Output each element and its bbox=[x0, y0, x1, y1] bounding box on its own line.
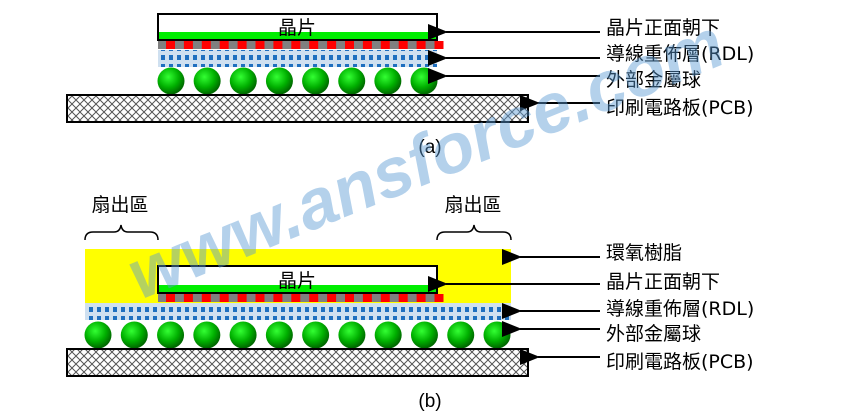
solder-ball bbox=[302, 321, 330, 349]
solder-ball bbox=[265, 67, 293, 95]
layer-label: 環氧樹脂 bbox=[606, 242, 682, 264]
solder-ball bbox=[410, 67, 438, 95]
solder-ball bbox=[374, 321, 402, 349]
solder-ball bbox=[157, 321, 185, 349]
pad bbox=[327, 294, 337, 302]
solder-ball bbox=[338, 321, 366, 349]
layer-label: 印刷電路板(PCB) bbox=[606, 351, 754, 373]
solder-ball bbox=[229, 67, 257, 95]
pad bbox=[201, 41, 211, 49]
pad bbox=[273, 294, 283, 302]
solder-ball bbox=[410, 321, 438, 349]
pad bbox=[362, 294, 372, 302]
pad bbox=[291, 294, 301, 302]
fanout-right-brace bbox=[436, 224, 512, 241]
pad bbox=[201, 294, 211, 302]
rdl-layer bbox=[158, 50, 437, 67]
solder-ball bbox=[157, 67, 185, 95]
pad bbox=[416, 294, 426, 302]
solder-ball bbox=[302, 67, 330, 95]
chip-face bbox=[159, 32, 436, 39]
pad bbox=[219, 294, 229, 302]
solder-ball bbox=[447, 321, 475, 349]
layer-label: 外部金屬球 bbox=[606, 69, 701, 91]
pad bbox=[273, 41, 283, 49]
pad bbox=[309, 41, 319, 49]
solder-ball bbox=[483, 321, 511, 349]
solder-ball bbox=[374, 67, 402, 95]
pad bbox=[166, 294, 175, 302]
layer-label: 外部金屬球 bbox=[606, 323, 701, 345]
layer-label: 導線重佈層(RDL) bbox=[606, 298, 754, 320]
pad bbox=[398, 41, 408, 49]
solder-ball bbox=[193, 67, 221, 95]
pad bbox=[380, 294, 390, 302]
solder-ball bbox=[84, 321, 112, 349]
pad bbox=[362, 41, 372, 49]
fanout-left-brace bbox=[84, 224, 159, 241]
solder-ball bbox=[265, 321, 293, 349]
layer-label: 晶片正面朝下 bbox=[606, 271, 720, 293]
pad bbox=[166, 41, 175, 49]
solder-ball bbox=[193, 321, 221, 349]
pad bbox=[416, 41, 426, 49]
pad bbox=[237, 41, 247, 49]
pad bbox=[398, 294, 408, 302]
pad bbox=[291, 41, 301, 49]
solder-ball bbox=[229, 321, 257, 349]
layer-label: 印刷電路板(PCB) bbox=[606, 97, 754, 119]
pad bbox=[237, 294, 247, 302]
pad bbox=[309, 294, 319, 302]
rdl-layer bbox=[85, 303, 511, 320]
pad bbox=[255, 41, 265, 49]
caption-b: (b) bbox=[418, 391, 441, 412]
solder-ball bbox=[338, 67, 366, 95]
pad bbox=[183, 294, 193, 302]
chip-label: 晶片 bbox=[278, 270, 316, 292]
pad bbox=[434, 294, 444, 302]
fanout-left-label: 扇出區 bbox=[91, 194, 148, 216]
pad bbox=[219, 41, 229, 49]
pad bbox=[434, 41, 444, 49]
pad bbox=[380, 41, 390, 49]
pcb bbox=[66, 348, 529, 377]
chip-label: 晶片 bbox=[278, 17, 316, 39]
layer-label: 導線重佈層(RDL) bbox=[606, 43, 754, 65]
pad bbox=[345, 294, 354, 302]
fanout-right-label: 扇出區 bbox=[444, 194, 501, 216]
pad bbox=[345, 41, 354, 49]
pad bbox=[183, 41, 193, 49]
caption-a: (a) bbox=[418, 137, 441, 158]
solder-ball bbox=[120, 321, 148, 349]
chip-face bbox=[159, 285, 436, 292]
pad bbox=[255, 294, 265, 302]
pad bbox=[327, 41, 337, 49]
layer-label: 晶片正面朝下 bbox=[606, 17, 720, 39]
